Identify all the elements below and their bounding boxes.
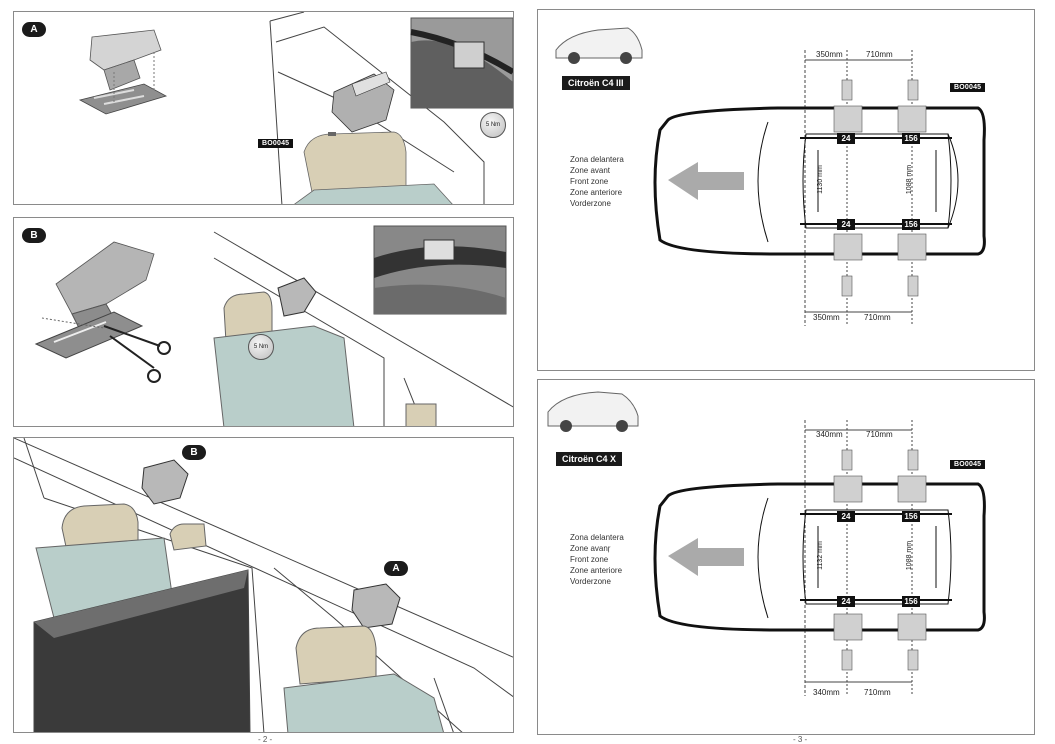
step-badge-b: B — [22, 228, 46, 243]
installed-bars-illustration — [14, 438, 513, 732]
step-badge-a: A — [22, 22, 46, 37]
kit-label-front: 24 — [837, 511, 855, 522]
ref-code-tag: BO0045 — [950, 83, 986, 92]
front-bar-width: 1130 mm — [816, 165, 824, 194]
kit-label-rear: 156 — [902, 133, 920, 144]
car-top-view-diagram — [555, 27, 986, 326]
page-number-left: - 2 - — [258, 735, 273, 744]
dim-bar-spacing-bottom: 710mm — [864, 688, 891, 697]
dim-front-offset-bottom: 340mm — [813, 688, 840, 697]
front-zone-labels: Zona delantera Zone avanŗ Front zone Zon… — [570, 532, 624, 587]
torque-wrench-icon: 5 Nm — [248, 334, 274, 360]
zone-label: Zone anteriore — [570, 188, 623, 197]
dim-bar-spacing-bottom: 710mm — [864, 313, 891, 322]
dim-front-offset-bottom: 350mm — [813, 313, 840, 322]
zone-label: Zone avant — [570, 166, 611, 175]
zone-label: Zone anteriore — [570, 566, 623, 575]
dim-front-offset: 340mm — [816, 430, 843, 439]
dim-front-offset: 350mm — [816, 50, 843, 59]
rear-bar-width: 1088 mm — [906, 540, 914, 571]
kit-label-front-bottom: 24 — [837, 219, 855, 230]
fitting-diagram-c4-x: Citroën C4 X BO0045 340mm 710mm 340mm 71… — [537, 379, 1035, 735]
panel-installed-view: B A — [13, 437, 514, 733]
kit-label-rear-bottom: 156 — [902, 219, 920, 230]
zone-label: Zona delantera — [570, 533, 624, 542]
panel-step-b: B 5 Nm — [13, 217, 514, 427]
model-label: Citroën C4 III — [562, 76, 630, 90]
dim-bar-spacing: 710mm — [866, 430, 893, 439]
torque-wrench-icon: 5 Nm — [480, 112, 506, 138]
zone-label: Zona delantera — [570, 155, 624, 164]
front-bar-width: 1132 mm — [816, 541, 824, 570]
ref-code-tag: BO0045 — [950, 460, 986, 469]
car-top-view-diagram — [547, 391, 986, 696]
page-number-right: - 3 - — [793, 735, 808, 744]
zone-label: Vorderzone — [570, 199, 611, 208]
ref-code-tag: BO0045 — [258, 139, 294, 148]
kit-label-rear: 156 — [902, 511, 920, 522]
step-badge-b: B — [182, 445, 206, 460]
front-zone-labels: Zona delantera Zone avant Front zone Zon… — [570, 154, 624, 209]
kit-label-front-bottom: 24 — [837, 596, 855, 607]
kit-label-rear-bottom: 156 — [902, 596, 920, 607]
kit-label-front: 24 — [837, 133, 855, 144]
foot-plate-assembly-illustration — [78, 12, 513, 204]
step-badge-a: A — [384, 561, 408, 576]
zone-label: Zone avanŗ — [570, 544, 611, 553]
model-label: Citroën C4 X — [556, 452, 623, 466]
zone-label: Vorderzone — [570, 577, 611, 586]
fitting-diagram-c4-iii: Citroën C4 III BO0045 350mm 710mm 350mm … — [537, 9, 1035, 371]
zone-label: Front zone — [570, 555, 609, 564]
rear-bar-width: 1088 mm — [906, 164, 914, 195]
plate-cutting-illustration — [34, 225, 513, 426]
dim-bar-spacing: 710mm — [866, 50, 893, 59]
panel-step-a: A BO0045 5 Nm — [13, 11, 514, 205]
zone-label: Front zone — [570, 177, 609, 186]
